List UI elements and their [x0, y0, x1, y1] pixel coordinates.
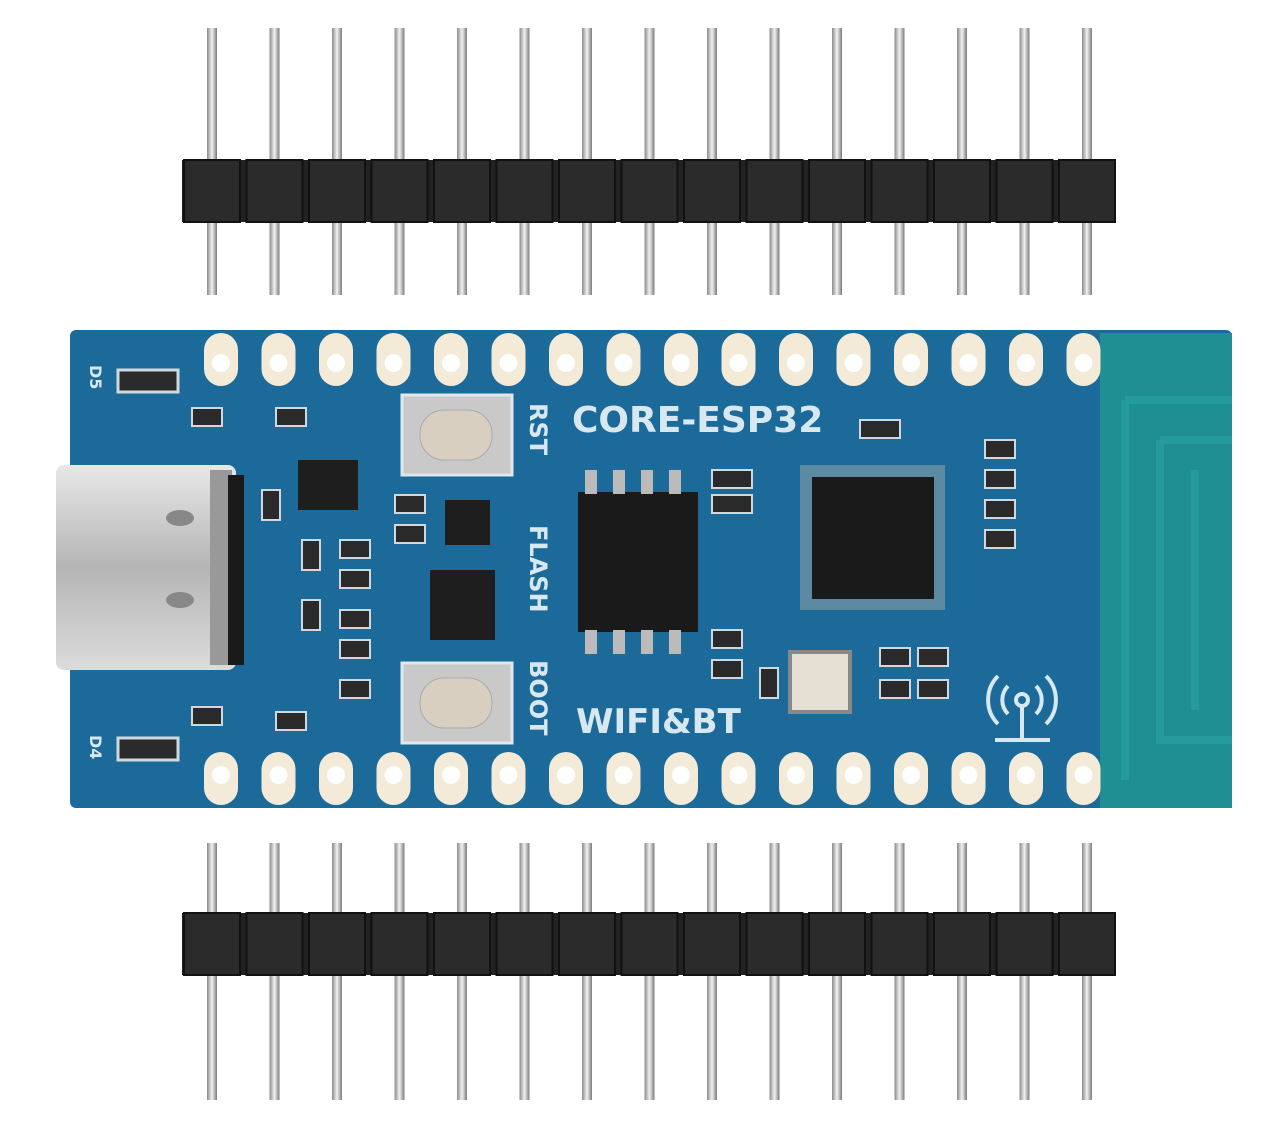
- pad-hole: [959, 766, 978, 784]
- pad-hole: [269, 766, 288, 784]
- pad-hole: [327, 766, 345, 784]
- pad-hole: [269, 354, 288, 372]
- header-pin-housing: [495, 159, 554, 223]
- pad-hole: [614, 766, 633, 784]
- header-pin-housing: [1058, 912, 1116, 976]
- header-pin-housing: [183, 159, 241, 223]
- pad-hole: [212, 766, 230, 784]
- board-subtitle: WIFI&BT: [576, 702, 742, 742]
- header-pin-housing: [245, 912, 304, 976]
- header-pin-housing: [558, 912, 616, 976]
- flash-chip: [578, 470, 698, 654]
- boot-button[interactable]: [400, 661, 514, 745]
- pad-hole: [1017, 766, 1035, 784]
- pad-hole: [672, 354, 690, 372]
- header-pin-housing: [183, 912, 241, 976]
- pad-hole: [327, 354, 345, 372]
- board-title: CORE-ESP32: [572, 400, 823, 441]
- usb-c-connector: [56, 465, 236, 670]
- pad-hole: [499, 766, 518, 784]
- castellated-pads-top: [204, 333, 1101, 386]
- header-pin-housing: [1058, 159, 1116, 223]
- wifi-antenna-icon: [986, 674, 1058, 742]
- pad-hole: [959, 354, 978, 372]
- pad-hole: [1074, 766, 1093, 784]
- flash-label: FLASH: [524, 525, 552, 613]
- header-pin-housing: [870, 912, 929, 976]
- header-pin-housing: [308, 912, 366, 976]
- pin-header-bottom: [182, 843, 1116, 1100]
- rst-button[interactable]: [400, 393, 514, 477]
- header-pin-housing: [808, 159, 866, 223]
- pad-hole: [442, 354, 460, 372]
- esp32-chip: [800, 465, 945, 610]
- header-pin-housing: [370, 159, 429, 223]
- pad-hole: [212, 354, 230, 372]
- pad-hole: [902, 766, 920, 784]
- pad-hole: [1074, 354, 1093, 372]
- led-label-d4: D4: [86, 735, 105, 759]
- pad-hole: [787, 354, 805, 372]
- boot-label: BOOT: [524, 660, 552, 736]
- led-label-d5: D5: [86, 365, 105, 389]
- pad-hole: [442, 766, 460, 784]
- pad-hole: [499, 354, 518, 372]
- pad-hole: [787, 766, 805, 784]
- pcb: D5 D4 RST FLASH BOOT: [56, 330, 1232, 808]
- pad-hole: [844, 766, 863, 784]
- header-pin-housing: [683, 159, 741, 223]
- pad-hole: [384, 766, 403, 784]
- pad-hole: [557, 354, 575, 372]
- header-pin-housing: [683, 912, 741, 976]
- header-pin-housing: [808, 912, 866, 976]
- rst-label: RST: [524, 403, 552, 456]
- header-pin-housing: [745, 912, 804, 976]
- header-pin-housing: [933, 912, 991, 976]
- header-pin-housing: [370, 912, 429, 976]
- castellated-pads-bottom: [204, 752, 1101, 805]
- header-pin-housing: [620, 912, 679, 976]
- header-pin-housing: [870, 159, 929, 223]
- pad-hole: [902, 354, 920, 372]
- header-pin-housing: [620, 159, 679, 223]
- pad-hole: [672, 766, 690, 784]
- header-pin-housing: [933, 159, 991, 223]
- pad-hole: [614, 354, 633, 372]
- header-pin-housing: [495, 912, 554, 976]
- pad-hole: [729, 766, 748, 784]
- pad-hole: [557, 766, 575, 784]
- header-pin-housing: [433, 159, 491, 223]
- pad-hole: [1017, 354, 1035, 372]
- header-pin-housing: [433, 912, 491, 976]
- pad-hole: [844, 354, 863, 372]
- header-pin-housing: [995, 912, 1054, 976]
- header-pin-housing: [995, 159, 1054, 223]
- pin-header-top: [182, 28, 1116, 295]
- header-pin-housing: [245, 159, 304, 223]
- header-pin-housing: [745, 159, 804, 223]
- pad-hole: [729, 354, 748, 372]
- header-pin-housing: [308, 159, 366, 223]
- header-pin-housing: [558, 159, 616, 223]
- pad-hole: [384, 354, 403, 372]
